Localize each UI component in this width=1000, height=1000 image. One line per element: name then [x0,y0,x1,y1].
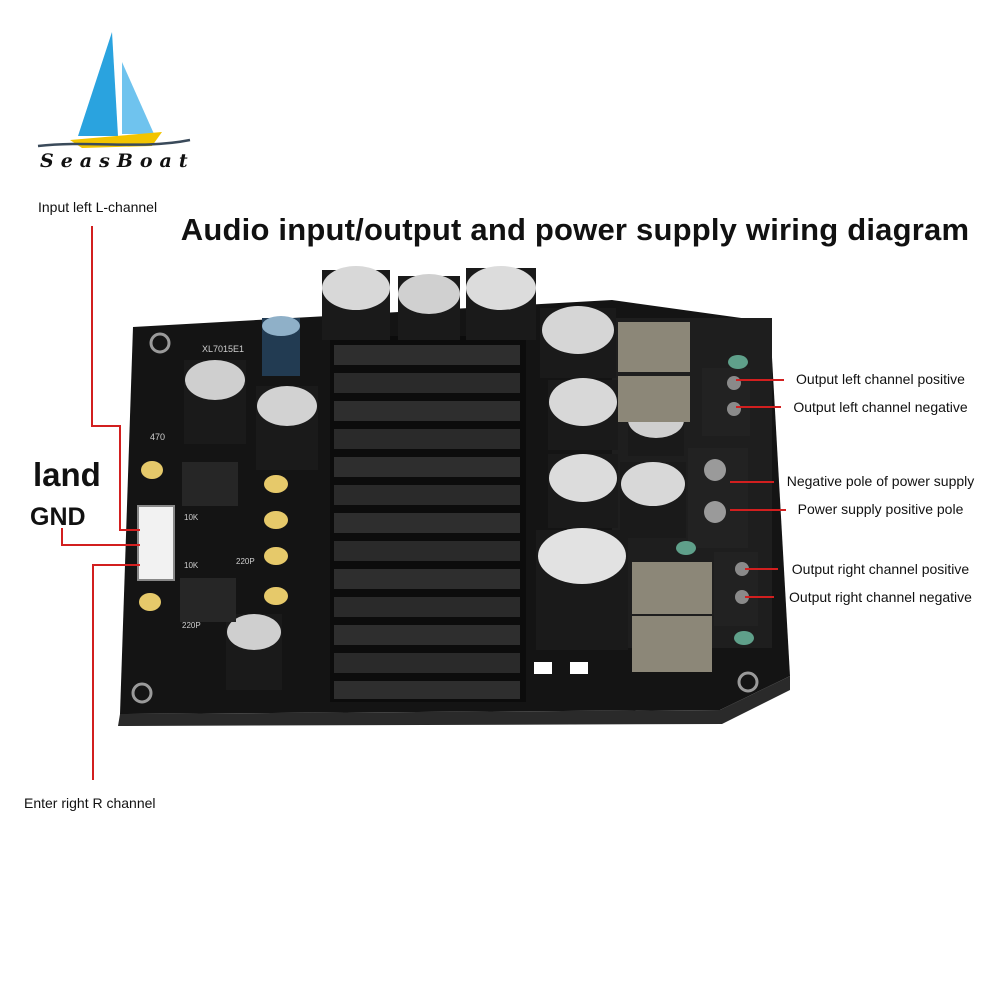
diagram-title: Audio input/output and power supply wiri… [180,212,970,247]
inductors [618,322,712,672]
green-beads [676,355,754,645]
resistor-marking-2: 220P [236,557,255,566]
label-land: land [33,456,101,493]
label-input-right: Enter right R channel [24,795,156,811]
op-amp-chips [180,462,238,622]
label-out-left-pos: Output left channel positive [796,371,965,387]
label-out-right-pos: Output right channel positive [791,561,970,577]
logo-main-sail [78,32,118,136]
logo-small-sail [122,62,154,134]
inductor-marking: 470 [150,432,165,442]
pcb-edge [118,676,790,726]
capacitors-left [184,316,318,690]
heatsink [330,336,526,702]
wire-input-right [92,564,140,780]
brand-name: SeasBoat [40,150,195,172]
resistor-marking-3: 10K [184,561,199,570]
wire-input-left [91,226,140,531]
leds [534,662,588,674]
label-out-right-neg: Output right channel negative [789,589,972,605]
chip-marking: XL7015E1 [202,344,244,354]
label-power-neg: Negative pole of power supply [786,473,975,489]
label-out-left-neg: Output left channel negative [793,399,968,415]
sailboat-logo-icon [37,32,191,148]
input-connector [137,505,175,581]
label-power-pos: Power supply positive pole [797,501,964,517]
wire-gnd [61,528,140,546]
capacitors-top [322,266,536,340]
resistor-marking-4: 220P [182,621,201,630]
small-capacitors [139,461,288,611]
label-gnd: GND [30,503,86,531]
logo-water [37,138,191,148]
resistor-marking-1: 10K [184,513,199,522]
label-input-left: Input left L-channel [38,199,158,215]
screw-terminals [688,368,758,626]
